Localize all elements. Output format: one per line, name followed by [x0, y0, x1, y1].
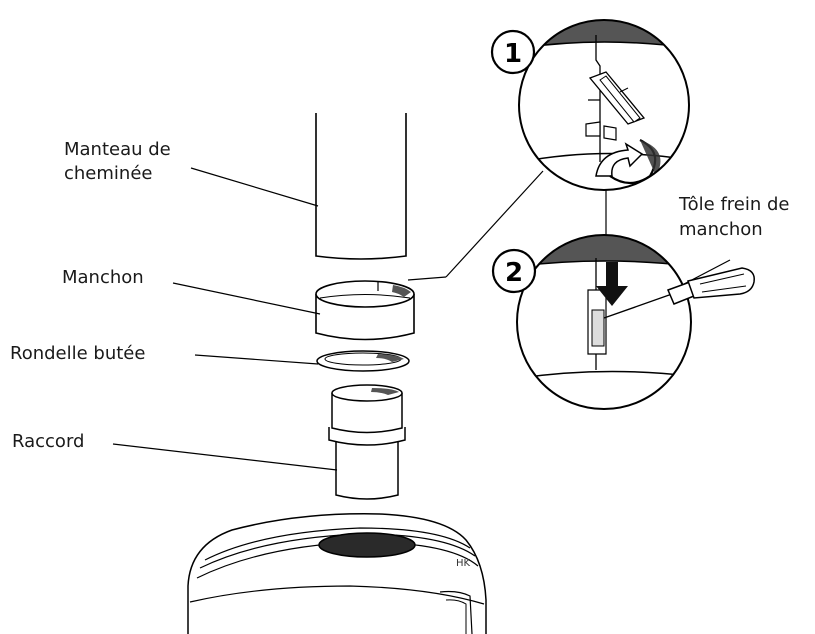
stove: [187, 513, 487, 634]
connector: [328, 384, 406, 500]
label-tole-line1: Tôle frein de: [679, 194, 790, 215]
label-manteau-line1: Manteau de: [64, 139, 171, 160]
stove-marking: HK: [456, 558, 471, 569]
label-raccord: Raccord: [12, 431, 85, 452]
label-tole-line2: manchon: [679, 219, 763, 240]
step-badge-1: [490, 29, 536, 75]
step-number-1: 1: [504, 39, 522, 69]
step-badge-2: [491, 248, 537, 294]
detail-circle-2: 2: [491, 234, 692, 410]
label-manchon: Manchon: [62, 267, 144, 288]
detail-circle-1: 1: [490, 19, 690, 191]
label-manteau-line2: cheminée: [64, 163, 153, 184]
step-number-2: 2: [505, 258, 523, 288]
label-rondelle: Rondelle butée: [10, 343, 146, 364]
chimney-pipe: [315, 113, 407, 260]
screwdriver: [603, 267, 755, 319]
sleeve: [315, 280, 415, 341]
stop-washer: [316, 350, 410, 372]
